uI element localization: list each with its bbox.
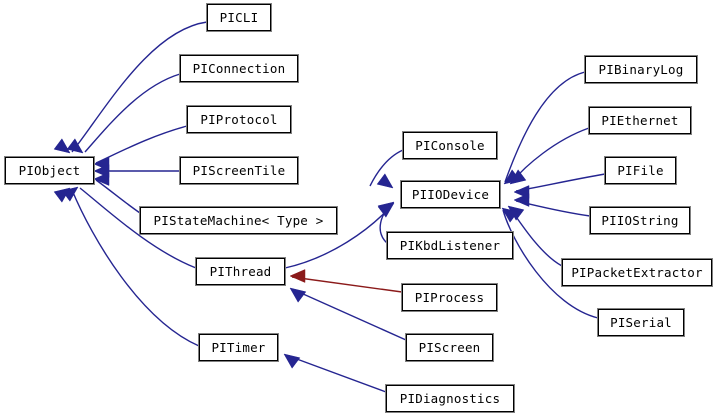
edge-picli-to-piobject bbox=[71, 21, 208, 153]
edge-arrowheads bbox=[53, 138, 530, 369]
class-node-label: PIFile bbox=[617, 163, 664, 178]
edge-piconnection-to-piobject bbox=[84, 73, 181, 153]
edge-piprotocol-to-piobject bbox=[95, 125, 188, 164]
class-node-label: PIConnection bbox=[192, 61, 286, 76]
edge-pistatemachine-to-piobject bbox=[95, 179, 141, 214]
arrowhead-piscreen-to-pithread bbox=[289, 287, 307, 303]
class-node-pifile[interactable]: PIFile bbox=[604, 156, 677, 185]
class-node-label: PIScreen bbox=[418, 340, 481, 355]
class-node-piprotocol[interactable]: PIProtocol bbox=[186, 105, 292, 134]
class-node-label: PIIOString bbox=[601, 213, 679, 228]
class-node-label: PIProtocol bbox=[200, 112, 278, 127]
edge-pibinarylog-to-piiodevice bbox=[504, 71, 586, 183]
class-node-pipacketextractor[interactable]: PIPacketExtractor bbox=[561, 258, 713, 287]
class-node-piiostring[interactable]: PIIOString bbox=[589, 206, 691, 235]
class-node-picli[interactable]: PICLI bbox=[206, 3, 272, 32]
edge-pithread-to-piobject bbox=[79, 187, 197, 269]
arrowhead-piprocess-to-pithread bbox=[289, 269, 306, 283]
class-node-label: PIStateMachine< Type > bbox=[153, 213, 324, 228]
class-node-label: PICLI bbox=[219, 10, 259, 25]
class-node-label: PIEthernet bbox=[601, 113, 679, 128]
class-node-pithread[interactable]: PIThread bbox=[195, 257, 286, 286]
class-node-piprocess[interactable]: PIProcess bbox=[401, 283, 498, 312]
class-node-piscreentile[interactable]: PIScreenTile bbox=[179, 156, 299, 185]
class-node-pibinarylog[interactable]: PIBinaryLog bbox=[584, 55, 698, 84]
arrowhead-pidiagnostics-to-pitimer bbox=[283, 353, 301, 369]
class-node-piconnection[interactable]: PIConnection bbox=[179, 54, 299, 83]
class-node-label: PISerial bbox=[610, 315, 672, 330]
class-node-label: PIBinaryLog bbox=[598, 62, 684, 77]
arrowhead-piserial-to-piiodevice bbox=[501, 207, 519, 223]
class-node-piscreen[interactable]: PIScreen bbox=[405, 333, 494, 362]
class-node-piconsole[interactable]: PIConsole bbox=[402, 131, 498, 160]
class-node-label: PITimer bbox=[211, 340, 266, 355]
edge-pidiagnostics-to-pitimer bbox=[285, 354, 387, 393]
class-node-label: PIKbdListener bbox=[399, 238, 501, 253]
class-node-piobject[interactable]: PIObject bbox=[4, 156, 95, 185]
class-node-pitimer[interactable]: PITimer bbox=[198, 333, 279, 362]
edge-piconsole-to-piiodevice bbox=[369, 149, 404, 187]
edge-pifile-to-piiodevice bbox=[515, 173, 606, 192]
class-node-label: PIProcess bbox=[414, 290, 485, 305]
arrowhead-picli-to-piobject bbox=[53, 138, 71, 154]
arrowhead-pistatemachine-to-piobject bbox=[93, 172, 110, 186]
edge-pitimer-to-piobject bbox=[71, 189, 200, 347]
edge-piserial-to-piiodevice bbox=[502, 209, 599, 319]
class-node-label: PIThread bbox=[209, 264, 272, 279]
class-node-piethernet[interactable]: PIEthernet bbox=[588, 106, 692, 135]
arrowhead-piconsole-to-piiodevice bbox=[376, 173, 394, 189]
class-node-label: PIConsole bbox=[415, 138, 485, 153]
class-node-label: PIIODevice bbox=[411, 187, 490, 202]
edge-piprocess-to-pithread bbox=[291, 276, 403, 293]
arrowhead-piethernet-to-piiodevice bbox=[509, 169, 527, 185]
arrowhead-piiostring-to-piiodevice bbox=[513, 193, 530, 207]
class-node-pidiagnostics[interactable]: PIDiagnostics bbox=[385, 384, 515, 413]
arrowhead-pithread-to-piiodevice bbox=[377, 202, 395, 218]
class-node-pikbdlistener[interactable]: PIKbdListener bbox=[386, 231, 514, 260]
arrowhead-piconnection-to-piobject bbox=[66, 138, 84, 154]
arrowhead-pitimer-to-piobject bbox=[53, 187, 71, 203]
class-node-pistatemachine[interactable]: PIStateMachine< Type > bbox=[139, 206, 338, 235]
class-node-piserial[interactable]: PISerial bbox=[597, 308, 685, 337]
edge-piscreen-to-pithread bbox=[291, 288, 407, 341]
class-node-label: PIScreenTile bbox=[192, 163, 286, 178]
class-node-label: PIPacketExtractor bbox=[571, 265, 703, 280]
class-node-label: PIDiagnostics bbox=[399, 391, 501, 406]
class-node-label: PIObject bbox=[18, 163, 81, 178]
class-node-piiodevice[interactable]: PIIODevice bbox=[400, 180, 501, 209]
